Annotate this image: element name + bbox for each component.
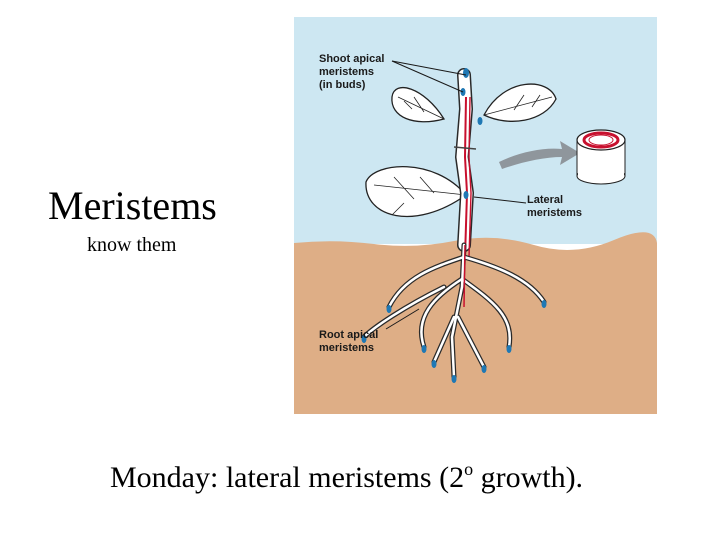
caption-prefix: Monday: lateral meristems (2 [110, 461, 465, 494]
stem-cross-section [576, 129, 626, 185]
leaf-upper-right [483, 83, 557, 122]
apical-meristem-markers [361, 68, 547, 383]
leaf-upper-left [391, 87, 446, 123]
label-lateral-2: meristems [527, 207, 582, 219]
caption-suffix: growth). [473, 461, 584, 494]
label-lateral-1: Lateral [527, 194, 563, 206]
label-root-apical-1: Root apical [319, 329, 378, 341]
plant-meristems-diagram: Shoot apical meristems (in buds) Lateral… [294, 17, 657, 414]
label-shoot-apical-3: (in buds) [319, 79, 366, 91]
slide-subtitle: know them [87, 234, 177, 256]
soil-area [294, 232, 657, 414]
arrow-icon [499, 141, 580, 169]
slide-caption: Monday: lateral meristems (2o growth). [110, 460, 583, 496]
slide-title: Meristems [48, 183, 217, 228]
label-shoot-apical-1: Shoot apical [319, 53, 384, 65]
caption-superscript: o [464, 459, 474, 479]
label-root-apical-2: meristems [319, 342, 374, 354]
leaf-lower-left [365, 166, 467, 218]
label-shoot-apical-2: meristems [319, 66, 374, 78]
vascular-strand [463, 96, 469, 258]
